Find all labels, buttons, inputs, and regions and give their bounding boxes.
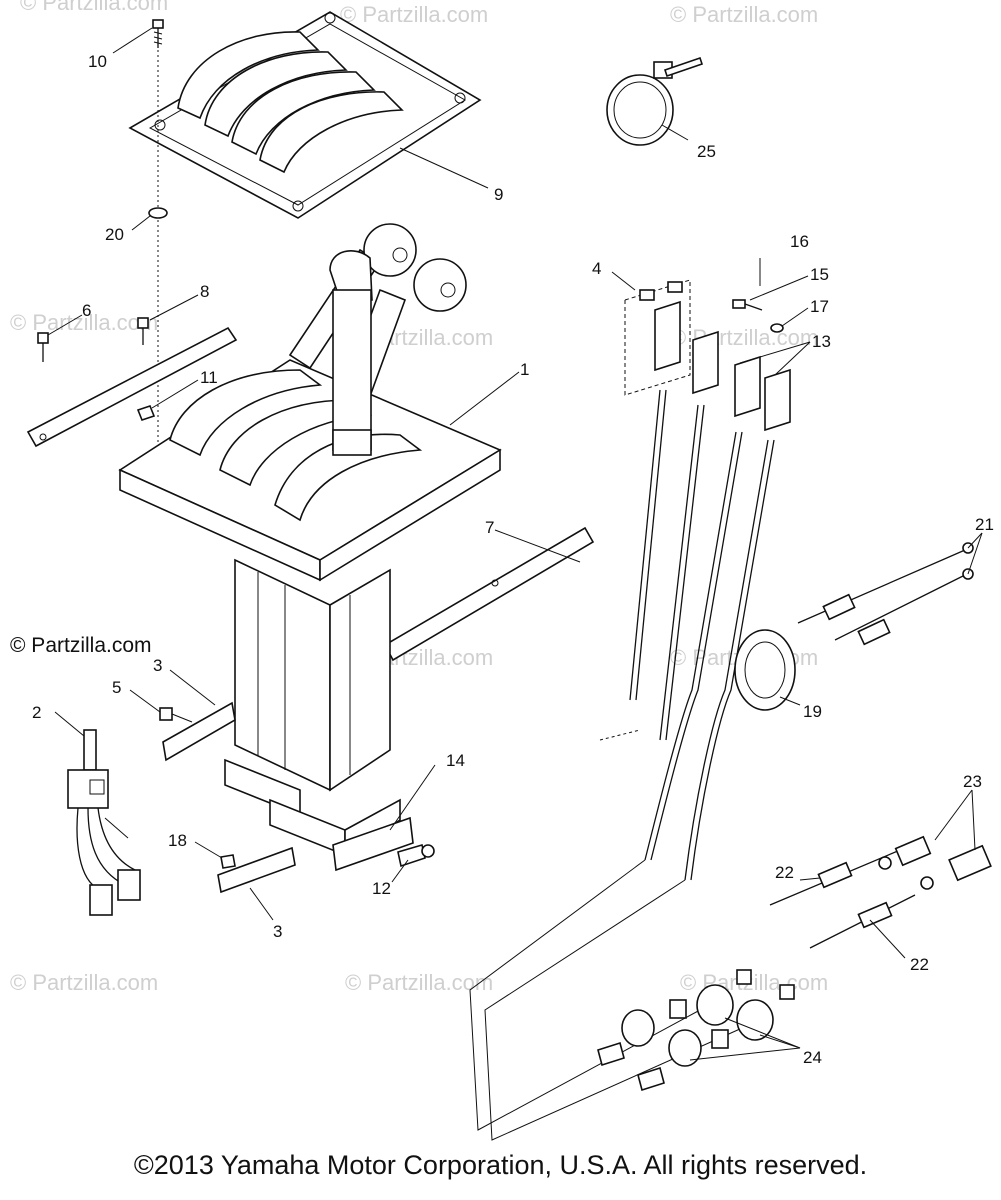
callout-18: 18 — [168, 831, 187, 850]
callout-3a: 3 — [153, 656, 162, 675]
callout-22b: 22 — [910, 955, 929, 974]
leader-lines — [47, 27, 983, 1061]
callout-8: 8 — [200, 282, 209, 301]
callout-25: 25 — [697, 142, 716, 161]
callout-6: 6 — [82, 301, 91, 320]
callout-1: 1 — [520, 360, 529, 379]
callout-10: 10 — [88, 52, 107, 71]
callout-12: 12 — [372, 879, 391, 898]
part-cables — [469, 389, 775, 1141]
callout-9: 9 — [494, 185, 503, 204]
callout-24: 24 — [803, 1048, 822, 1067]
watermark: © Partzilla.com — [340, 2, 488, 27]
callout-3b: 3 — [273, 922, 282, 941]
callout-16: 16 — [790, 232, 809, 251]
part-bolts — [37, 317, 156, 421]
part-end-fittings — [597, 835, 992, 1092]
watermark-prominent: © Partzilla.com — [10, 634, 152, 657]
callout-20: 20 — [105, 225, 124, 244]
callout-11: 11 — [200, 368, 218, 387]
callout-19: 19 — [803, 702, 822, 721]
watermark: © Partzilla.com — [345, 970, 493, 995]
callout-22a: 22 — [775, 863, 794, 882]
callout-23: 23 — [963, 772, 982, 791]
callout-labels: 10 9 20 8 6 11 1 7 5 3 2 14 18 12 3 25 1… — [32, 52, 994, 1067]
watermark: © Partzilla.com — [20, 0, 168, 15]
part-cable-tie — [606, 56, 704, 146]
part-cable-ends — [797, 542, 974, 646]
part-small-hardware — [159, 701, 435, 894]
part-screw-10 — [152, 19, 164, 460]
callout-13: 13 — [812, 332, 831, 351]
callout-21: 21 — [975, 515, 994, 534]
watermark: © Partzilla.com — [10, 970, 158, 995]
callout-17: 17 — [810, 297, 829, 316]
callout-2: 2 — [32, 703, 41, 722]
copyright-notice: ©2013 Yamaha Motor Corporation, U.S.A. A… — [133, 1150, 868, 1180]
part-grommet — [734, 629, 796, 711]
callout-14: 14 — [446, 751, 465, 770]
callout-5: 5 — [112, 678, 121, 697]
part-control-box — [118, 223, 502, 857]
watermark: © Partzilla.com — [670, 2, 818, 27]
watermark: © Partzilla.com — [10, 310, 158, 335]
part-cable-brackets — [624, 258, 791, 432]
callout-7: 7 — [485, 518, 494, 537]
part-washer-20 — [148, 207, 168, 219]
callout-4: 4 — [592, 259, 601, 278]
part-switch-harness — [67, 729, 141, 916]
callout-15: 15 — [810, 265, 829, 284]
part-cover — [128, 11, 482, 219]
